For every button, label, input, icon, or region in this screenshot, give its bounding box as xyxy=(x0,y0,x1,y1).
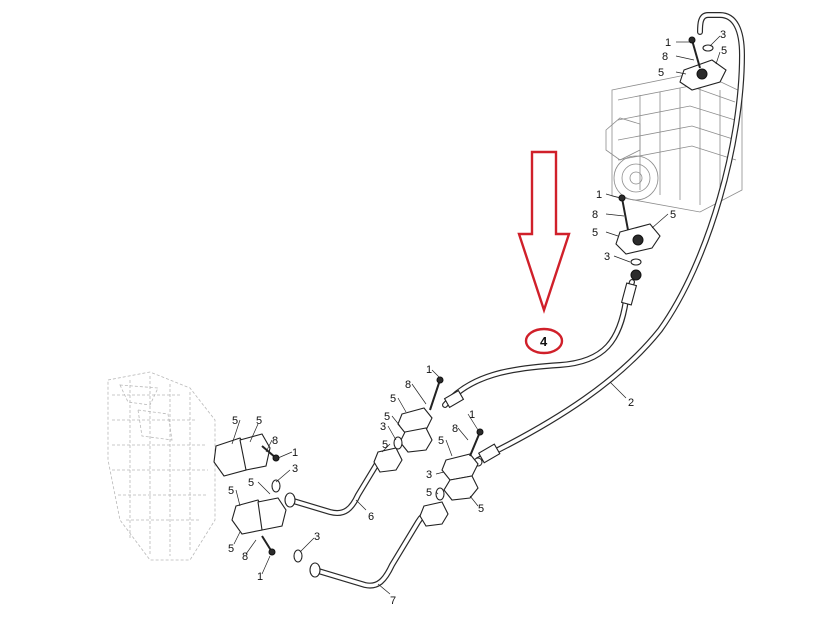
flange-clamp-top xyxy=(679,59,727,91)
callout-8-top: 8 xyxy=(662,51,668,63)
o-ring-top xyxy=(702,44,714,52)
flange-clamp-left-upper xyxy=(213,433,271,477)
pipe-6-flange xyxy=(373,447,403,473)
callout-1-top: 1 xyxy=(665,37,671,49)
callout-5-top-right: 5 xyxy=(721,45,727,57)
bolt-left-upper xyxy=(261,445,280,462)
callout-8-left-lower: 8 xyxy=(242,551,248,563)
callout-1-left-upper: 1 xyxy=(292,447,298,459)
callout-5-center-lower: 5 xyxy=(438,435,444,447)
callout-5-left-lower: 5 xyxy=(228,543,234,555)
flange-clamp-left-lower xyxy=(231,497,287,535)
o-ring-center-lower xyxy=(435,487,445,501)
transmission-outline xyxy=(107,371,216,561)
hose-2 xyxy=(475,12,745,463)
callout-6: 6 xyxy=(368,511,374,523)
callout-5-center-lower-2: 5 xyxy=(426,487,432,499)
o-ring-left-upper xyxy=(271,479,281,493)
bolt-center-lower xyxy=(469,428,484,457)
leader-lines xyxy=(231,35,721,595)
callout-3-top: 3 xyxy=(720,29,726,41)
pipe-7-flange xyxy=(419,501,449,527)
callout-1-left-lower: 1 xyxy=(257,571,263,583)
callout-5-left-upper: 5 xyxy=(232,415,238,427)
callout-3-left-upper: 3 xyxy=(292,463,298,475)
flange-clamp-center-upper xyxy=(397,407,433,453)
o-ring-mid-right xyxy=(630,258,642,266)
hose-2-fitting xyxy=(473,443,501,467)
callout-5-left-mid-2: 5 xyxy=(228,485,234,497)
callout-2: 2 xyxy=(628,397,634,409)
callout-5-left-upper-2: 5 xyxy=(256,415,262,427)
callout-1-mid: 1 xyxy=(596,189,602,201)
callout-5-center-lower-3: 5 xyxy=(478,503,484,515)
callout-5-top: 5 xyxy=(658,67,664,79)
callout-3-mid: 3 xyxy=(604,251,610,263)
callout-5-center-upper-2: 5 xyxy=(384,411,390,423)
callout-8-mid: 8 xyxy=(592,209,598,221)
callout-5-mid-right: 5 xyxy=(670,209,676,221)
highlight-circle: 4 xyxy=(524,327,564,355)
flange-clamp-mid-right xyxy=(615,223,661,255)
callout-5-center-upper: 5 xyxy=(390,393,396,405)
bolt-mid-right xyxy=(618,194,629,231)
callout-8-center-upper: 8 xyxy=(405,379,411,391)
callout-3-center-lower: 3 xyxy=(426,469,432,481)
callout-8-center-lower: 8 xyxy=(452,423,458,435)
highlight-arrow xyxy=(517,150,571,314)
callout-labels: 1 8 5 3 5 1 8 5 5 3 2 1 8 5 5 3 5 1 8 5 … xyxy=(228,29,727,607)
callout-5-center-upper-3: 5 xyxy=(382,439,388,451)
callout-5-left-mid: 5 xyxy=(248,477,254,489)
callout-3-left-lower: 3 xyxy=(314,531,320,543)
bolt-left-lower xyxy=(261,535,276,556)
callout-7: 7 xyxy=(390,595,396,607)
callout-5-mid: 5 xyxy=(592,227,598,239)
callout-4: 4 xyxy=(540,334,548,349)
callout-1-center-upper: 1 xyxy=(426,364,432,376)
callout-8-left-upper: 8 xyxy=(272,435,278,447)
pipe-7 xyxy=(309,509,441,589)
flange-clamp-center-lower xyxy=(441,453,479,501)
callout-3-center-upper: 3 xyxy=(380,421,386,433)
callout-1-center-lower: 1 xyxy=(469,409,475,421)
bolt-center-upper xyxy=(429,376,444,411)
hose-4 xyxy=(442,269,642,409)
o-ring-left-lower xyxy=(293,549,303,563)
bolt-top xyxy=(688,36,701,69)
